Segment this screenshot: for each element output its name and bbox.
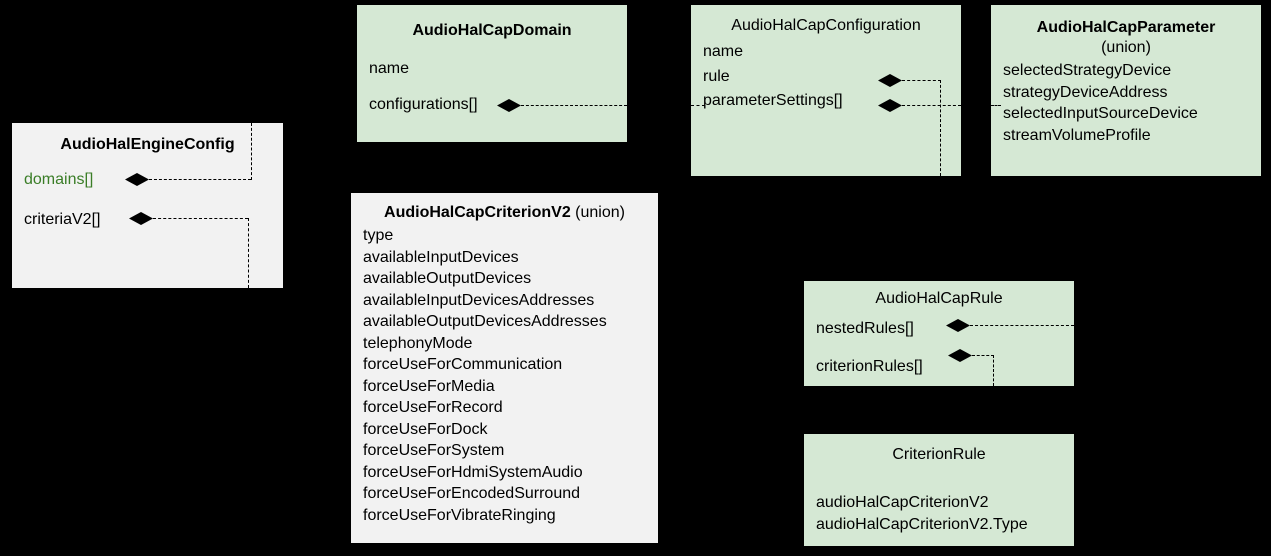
attribute-domains: domains[] <box>24 171 94 188</box>
attribute-criteria-v2: criteriaV2[] <box>24 210 101 228</box>
attribute-force-use-for-vibrate-ringing: forceUseForVibrateRinging <box>363 506 556 524</box>
connector-criterion-rules-vertical <box>993 355 994 386</box>
class-title-text: AudioHalCapCriterionV2 <box>384 204 571 221</box>
composition-diamond-parameter-settings <box>878 99 902 112</box>
class-box-audio-hal-engine-config[interactable]: AudioHalEngineConfig domains[] criteriaV… <box>12 123 283 288</box>
class-box-audio-hal-cap-parameter[interactable]: AudioHalCapParameter (union) selectedStr… <box>991 5 1261 176</box>
composition-diamond-criterion-rules <box>948 349 972 362</box>
connector-parameter-settings-horizontal <box>902 105 961 106</box>
connector-domains-vertical <box>251 123 252 180</box>
class-title-audio-hal-cap-parameter: AudioHalCapParameter <box>1036 19 1216 36</box>
class-title-union-suffix: (union) <box>570 204 625 221</box>
connector-configurations-horizontal <box>521 105 627 106</box>
attribute-selected-input-source-device: selectedInputSourceDevice <box>1003 105 1198 122</box>
connector-rule-vertical <box>940 80 941 176</box>
attribute-strategy-device-address: strategyDeviceAddress <box>1003 83 1168 101</box>
attribute-type: type <box>363 227 394 244</box>
attribute-force-use-for-hdmi-system-audio: forceUseForHdmiSystemAudio <box>363 463 583 481</box>
attribute-name: name <box>703 43 744 60</box>
attribute-audio-hal-cap-criterion-v2: audioHalCapCriterionV2 <box>816 494 989 511</box>
connector-configurations-horizontal-tail <box>691 105 705 106</box>
attribute-criterion-rules: criterionRules[] <box>816 357 923 375</box>
connector-criteria-v2-horizontal <box>153 218 248 219</box>
class-subtitle-union: (union) <box>1101 39 1151 56</box>
connector-criterion-rules-horizontal <box>972 355 994 356</box>
class-box-audio-hal-cap-configuration[interactable]: AudioHalCapConfiguration name rule param… <box>691 5 961 176</box>
composition-diamond-configurations <box>497 99 521 112</box>
connector-nested-rules-horizontal <box>970 325 1074 326</box>
attribute-telephony-mode: telephonyMode <box>363 334 473 352</box>
connector-rule-horizontal <box>902 80 941 81</box>
connector-domains-horizontal <box>149 179 251 180</box>
class-title-audio-hal-cap-criterion-v2: AudioHalCapCriterionV2 (union) <box>351 203 658 223</box>
attribute-name: name <box>369 60 410 77</box>
attribute-available-input-devices: availableInputDevices <box>363 248 519 266</box>
connector-criteria-v2-vertical <box>248 218 249 288</box>
class-box-audio-hal-cap-rule[interactable]: AudioHalCapRule nestedRules[] criterionR… <box>804 281 1074 386</box>
class-title-audio-hal-cap-rule: AudioHalCapRule <box>875 290 1003 307</box>
attribute-available-input-devices-addresses: availableInputDevicesAddresses <box>363 291 595 309</box>
composition-diamond-rule <box>878 74 902 87</box>
attribute-parameter-settings: parameterSettings[] <box>703 92 843 109</box>
composition-diamond-criteria-v2 <box>129 212 153 225</box>
attribute-force-use-for-dock: forceUseForDock <box>363 420 488 438</box>
attribute-audio-hal-cap-criterion-v2-type: audioHalCapCriterionV2.Type <box>816 515 1028 533</box>
composition-diamond-domains <box>125 173 149 186</box>
class-title-criterion-rule: CriterionRule <box>892 446 986 463</box>
connector-parameter-settings-tail <box>991 105 1001 106</box>
attribute-available-output-devices: availableOutputDevices <box>363 270 532 287</box>
attribute-force-use-for-communication: forceUseForCommunication <box>363 356 563 373</box>
attribute-force-use-for-media: forceUseForMedia <box>363 377 495 395</box>
attribute-force-use-for-encoded-surround: forceUseForEncodedSurround <box>363 485 581 502</box>
attribute-force-use-for-system: forceUseForSystem <box>363 442 505 459</box>
class-title-audio-hal-cap-domain: AudioHalCapDomain <box>412 22 572 39</box>
attribute-configurations: configurations[] <box>369 95 478 113</box>
class-box-criterion-rule[interactable]: CriterionRule audioHalCapCriterionV2 aud… <box>804 434 1074 546</box>
attribute-stream-volume-profile: streamVolumeProfile <box>1003 126 1151 144</box>
attribute-rule: rule <box>703 67 730 85</box>
composition-diamond-nested-rules <box>946 319 970 332</box>
attribute-nested-rules: nestedRules[] <box>816 320 914 337</box>
class-title-audio-hal-engine-config: AudioHalEngineConfig <box>60 136 235 153</box>
class-box-audio-hal-cap-criterion-v2[interactable]: AudioHalCapCriterionV2 (union) type avai… <box>351 193 658 543</box>
attribute-selected-strategy-device: selectedStrategyDevice <box>1003 62 1172 79</box>
class-title-audio-hal-cap-configuration: AudioHalCapConfiguration <box>731 17 921 34</box>
attribute-force-use-for-record: forceUseForRecord <box>363 399 503 416</box>
class-box-audio-hal-cap-domain[interactable]: AudioHalCapDomain name configurations[] <box>357 5 627 142</box>
attribute-available-output-devices-addresses: availableOutputDevicesAddresses <box>363 313 607 330</box>
